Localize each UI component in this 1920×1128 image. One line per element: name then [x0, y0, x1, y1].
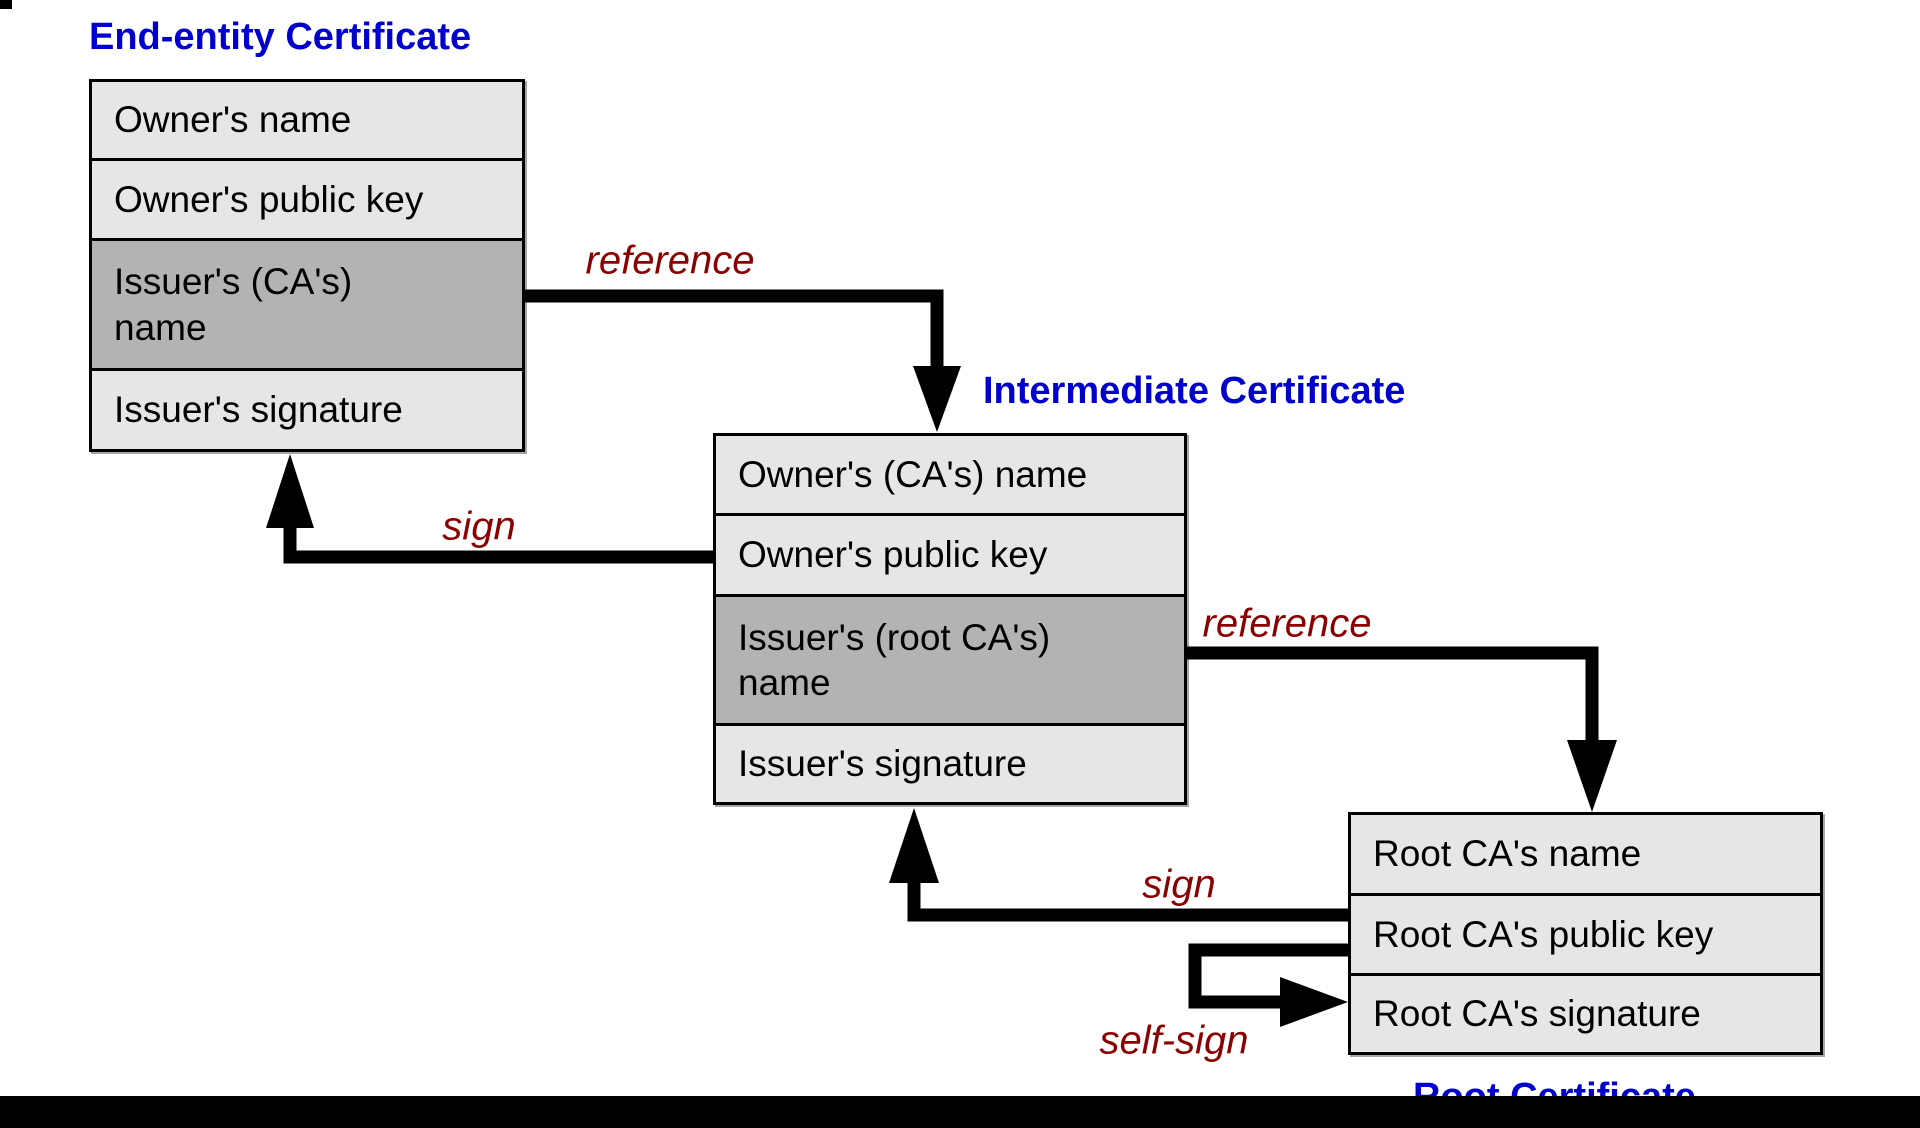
self-sign-label: self-sign	[1099, 1018, 1249, 1063]
root-certificate-table: Root CA's name Root CA's public key Root…	[1348, 812, 1823, 1055]
intermediate-certificate-title: Intermediate Certificate	[983, 370, 1406, 412]
row-owner-ca-name: Owner's (CA's) name	[716, 436, 1184, 513]
reference-arrow-2	[1187, 646, 1617, 812]
row-issuer-root-ca-name: Issuer's (root CA's) name	[716, 594, 1184, 723]
sign-label-1: sign	[442, 504, 516, 549]
row-issuer-ca-name: Issuer's (CA's) name	[92, 238, 522, 368]
reference-label-1: reference	[585, 238, 755, 283]
corner-mark	[0, 0, 12, 9]
row-owner-public-key: Owner's public key	[716, 513, 1184, 594]
row-owner-public-key: Owner's public key	[92, 158, 522, 238]
row-issuer-signature: Issuer's signature	[716, 723, 1184, 802]
intermediate-certificate-table: Owner's (CA's) name Owner's public key I…	[713, 433, 1187, 805]
bottom-black-bar	[0, 1096, 1920, 1128]
row-issuer-signature: Issuer's signature	[92, 368, 522, 449]
reference-label-2: reference	[1202, 601, 1372, 646]
self-sign-arrow	[1188, 943, 1348, 1027]
sign-arrow-2	[889, 808, 1348, 922]
end-entity-certificate-table: Owner's name Owner's public key Issuer's…	[89, 79, 525, 452]
row-owner-name: Owner's name	[92, 82, 522, 158]
row-root-ca-public-key: Root CA's public key	[1351, 893, 1820, 973]
row-root-ca-name: Root CA's name	[1351, 815, 1820, 893]
reference-arrow-1	[525, 289, 961, 432]
end-entity-certificate-title: End-entity Certificate	[89, 16, 472, 58]
sign-label-2: sign	[1142, 862, 1216, 907]
row-root-ca-signature: Root CA's signature	[1351, 973, 1820, 1052]
